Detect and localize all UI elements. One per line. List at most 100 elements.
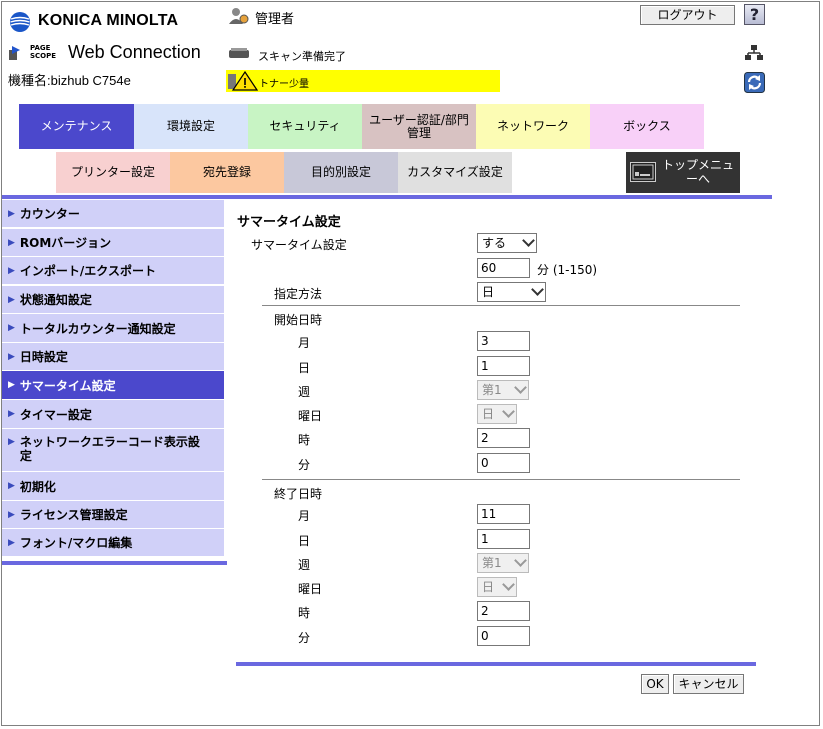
tab-customize[interactable]: カスタマイズ設定 (398, 152, 512, 193)
minutes-unit: 分 (1-150) (537, 263, 598, 277)
end-month-input[interactable]: 11 (477, 504, 530, 524)
tab-user-auth[interactable]: ユーザー認証/部門管理 (362, 104, 476, 149)
arrow-icon: ▶ (8, 537, 15, 548)
ok-button[interactable]: OK (641, 674, 669, 694)
arrow-icon: ▶ (8, 351, 15, 362)
logout-button[interactable]: ログアウト (640, 5, 735, 25)
method-label: 指定方法 (274, 287, 323, 301)
minutes-input[interactable]: 60 (477, 258, 530, 278)
status-toner: トナー少量 (259, 79, 309, 90)
end-weekday-select: 日 (477, 577, 517, 597)
summer-time-label: サマータイム設定 (251, 238, 347, 252)
chevron-down-icon (514, 554, 527, 567)
sidebar-item-rom-version[interactable]: ▶ ROMバージョン (2, 229, 224, 257)
sidebar-item-network-error[interactable]: ▶ネットワークエラーコード表示設定 (2, 429, 224, 472)
tab-box[interactable]: ボックス (590, 104, 704, 149)
start-month-input[interactable]: 3 (477, 331, 530, 351)
start-minute-label: 分 (298, 458, 311, 472)
start-week-label: 週 (298, 385, 311, 399)
start-weekday-value: 日 (482, 407, 495, 421)
konica-minolta-logo-icon (9, 11, 33, 33)
sidebar-item-label: カウンター (19, 207, 80, 221)
sidebar-item-counter[interactable]: ▶カウンター (2, 200, 224, 228)
sidebar-item-label: 日時設定 (19, 350, 68, 364)
sidebar-divider (2, 561, 227, 565)
sidebar-item-label: タイマー設定 (19, 407, 92, 422)
chevron-down-icon (502, 405, 515, 418)
tab-printer[interactable]: プリンター設定 (56, 152, 170, 193)
tab-address[interactable]: 宛先登録 (170, 152, 284, 193)
start-minute-input[interactable]: 0 (477, 453, 530, 473)
chevron-down-icon (502, 578, 515, 591)
end-minute-input[interactable]: 0 (477, 626, 530, 646)
sidebar-item-license[interactable]: ▶ ライセンス管理設定 (2, 501, 224, 529)
sidebar-item-initialize[interactable]: ▶初期化 (2, 472, 224, 501)
arrow-icon: ▶ (8, 237, 15, 248)
chevron-down-icon (522, 234, 535, 247)
toner-warning-bar (226, 70, 500, 92)
divider (262, 305, 740, 306)
warning-icon (228, 70, 259, 91)
start-day-label: 日 (298, 361, 311, 375)
tab-environment[interactable]: 環境設定 (134, 104, 248, 149)
top-menu-button[interactable]: トップメニューへ (626, 152, 740, 193)
chevron-down-icon (531, 283, 544, 296)
start-day-input[interactable]: 1 (477, 356, 530, 376)
arrow-icon: ▶ (8, 323, 15, 333)
form-divider (236, 662, 756, 666)
start-weekday-label: 曜日 (298, 409, 323, 423)
network-icon[interactable] (745, 45, 763, 61)
pagescope-line-1: PAGE (30, 44, 51, 52)
sidebar-item-label: ライセンス管理設定 (19, 508, 128, 522)
sidebar-item-summer-time[interactable]: ▶サマータイム設定 (2, 371, 224, 400)
sidebar-item-label: 初期化 (19, 479, 56, 494)
arrow-icon: ▶ (8, 380, 15, 390)
cancel-button[interactable]: キャンセル (673, 674, 744, 694)
divider (262, 479, 740, 480)
end-weekday-label: 曜日 (298, 582, 323, 596)
end-weekday-value: 日 (482, 580, 495, 594)
summer-time-select[interactable]: する (477, 233, 537, 253)
sidebar-item-label: 状態通知設定 (19, 293, 92, 307)
refresh-icon[interactable] (744, 72, 765, 93)
tab-network[interactable]: ネットワーク (476, 104, 590, 149)
end-hour-input[interactable]: 2 (477, 601, 530, 621)
sidebar-item-status-notify[interactable]: ▶ 状態通知設定 (2, 286, 224, 314)
admin-user-icon (228, 6, 250, 26)
start-hour-input[interactable]: 2 (477, 428, 530, 448)
status-scan: スキャン準備完了 (258, 50, 346, 63)
header-divider (2, 195, 772, 199)
method-value: 日 (482, 285, 495, 299)
arrow-icon: ▶ (8, 294, 15, 305)
tab-maintenance[interactable]: メンテナンス (19, 104, 134, 149)
top-menu-icon (630, 162, 656, 182)
end-minute-label: 分 (298, 631, 311, 645)
end-label: 終了日時 (274, 487, 323, 501)
scanner-icon (228, 44, 250, 62)
pagescope-logo-icon (8, 44, 30, 62)
tab-security[interactable]: セキュリティ (248, 104, 362, 149)
sidebar-item-font-macro[interactable]: ▶ フォント/マクロ編集 (2, 529, 224, 557)
arrow-icon: ▶ (8, 509, 15, 520)
help-button[interactable]: ? (744, 4, 765, 25)
sidebar-item-label: トータルカウンター通知設定 (19, 321, 176, 336)
page-title: サマータイム設定 (237, 215, 341, 230)
pagescope-line-2: SCOPE (30, 52, 57, 60)
top-menu-label: トップメニューへ (661, 158, 734, 186)
start-weekday-select: 日 (477, 404, 517, 424)
sidebar-item-import-export[interactable]: ▶インポート/エクスポート (2, 257, 224, 285)
sidebar-item-label: フォント/マクロ編集 (19, 536, 133, 550)
pagescope-label: PAGE SCOPE (30, 44, 56, 60)
tab-purpose[interactable]: 目的別設定 (284, 152, 398, 193)
start-month-label: 月 (298, 336, 311, 350)
end-day-input[interactable]: 1 (477, 529, 530, 549)
sidebar-item-datetime[interactable]: ▶ 日時設定 (2, 343, 224, 371)
sidebar-item-label: ROMバージョン (19, 236, 112, 250)
sidebar-item-total-counter[interactable]: ▶ トータルカウンター通知設定 (2, 314, 224, 343)
end-week-label: 週 (298, 558, 311, 572)
start-hour-label: 時 (298, 433, 311, 447)
sidebar-item-timer[interactable]: ▶タイマー設定 (2, 400, 224, 429)
method-select[interactable]: 日 (477, 282, 546, 302)
sidebar-item-label: ネットワークエラーコード表示設定 (19, 435, 200, 463)
